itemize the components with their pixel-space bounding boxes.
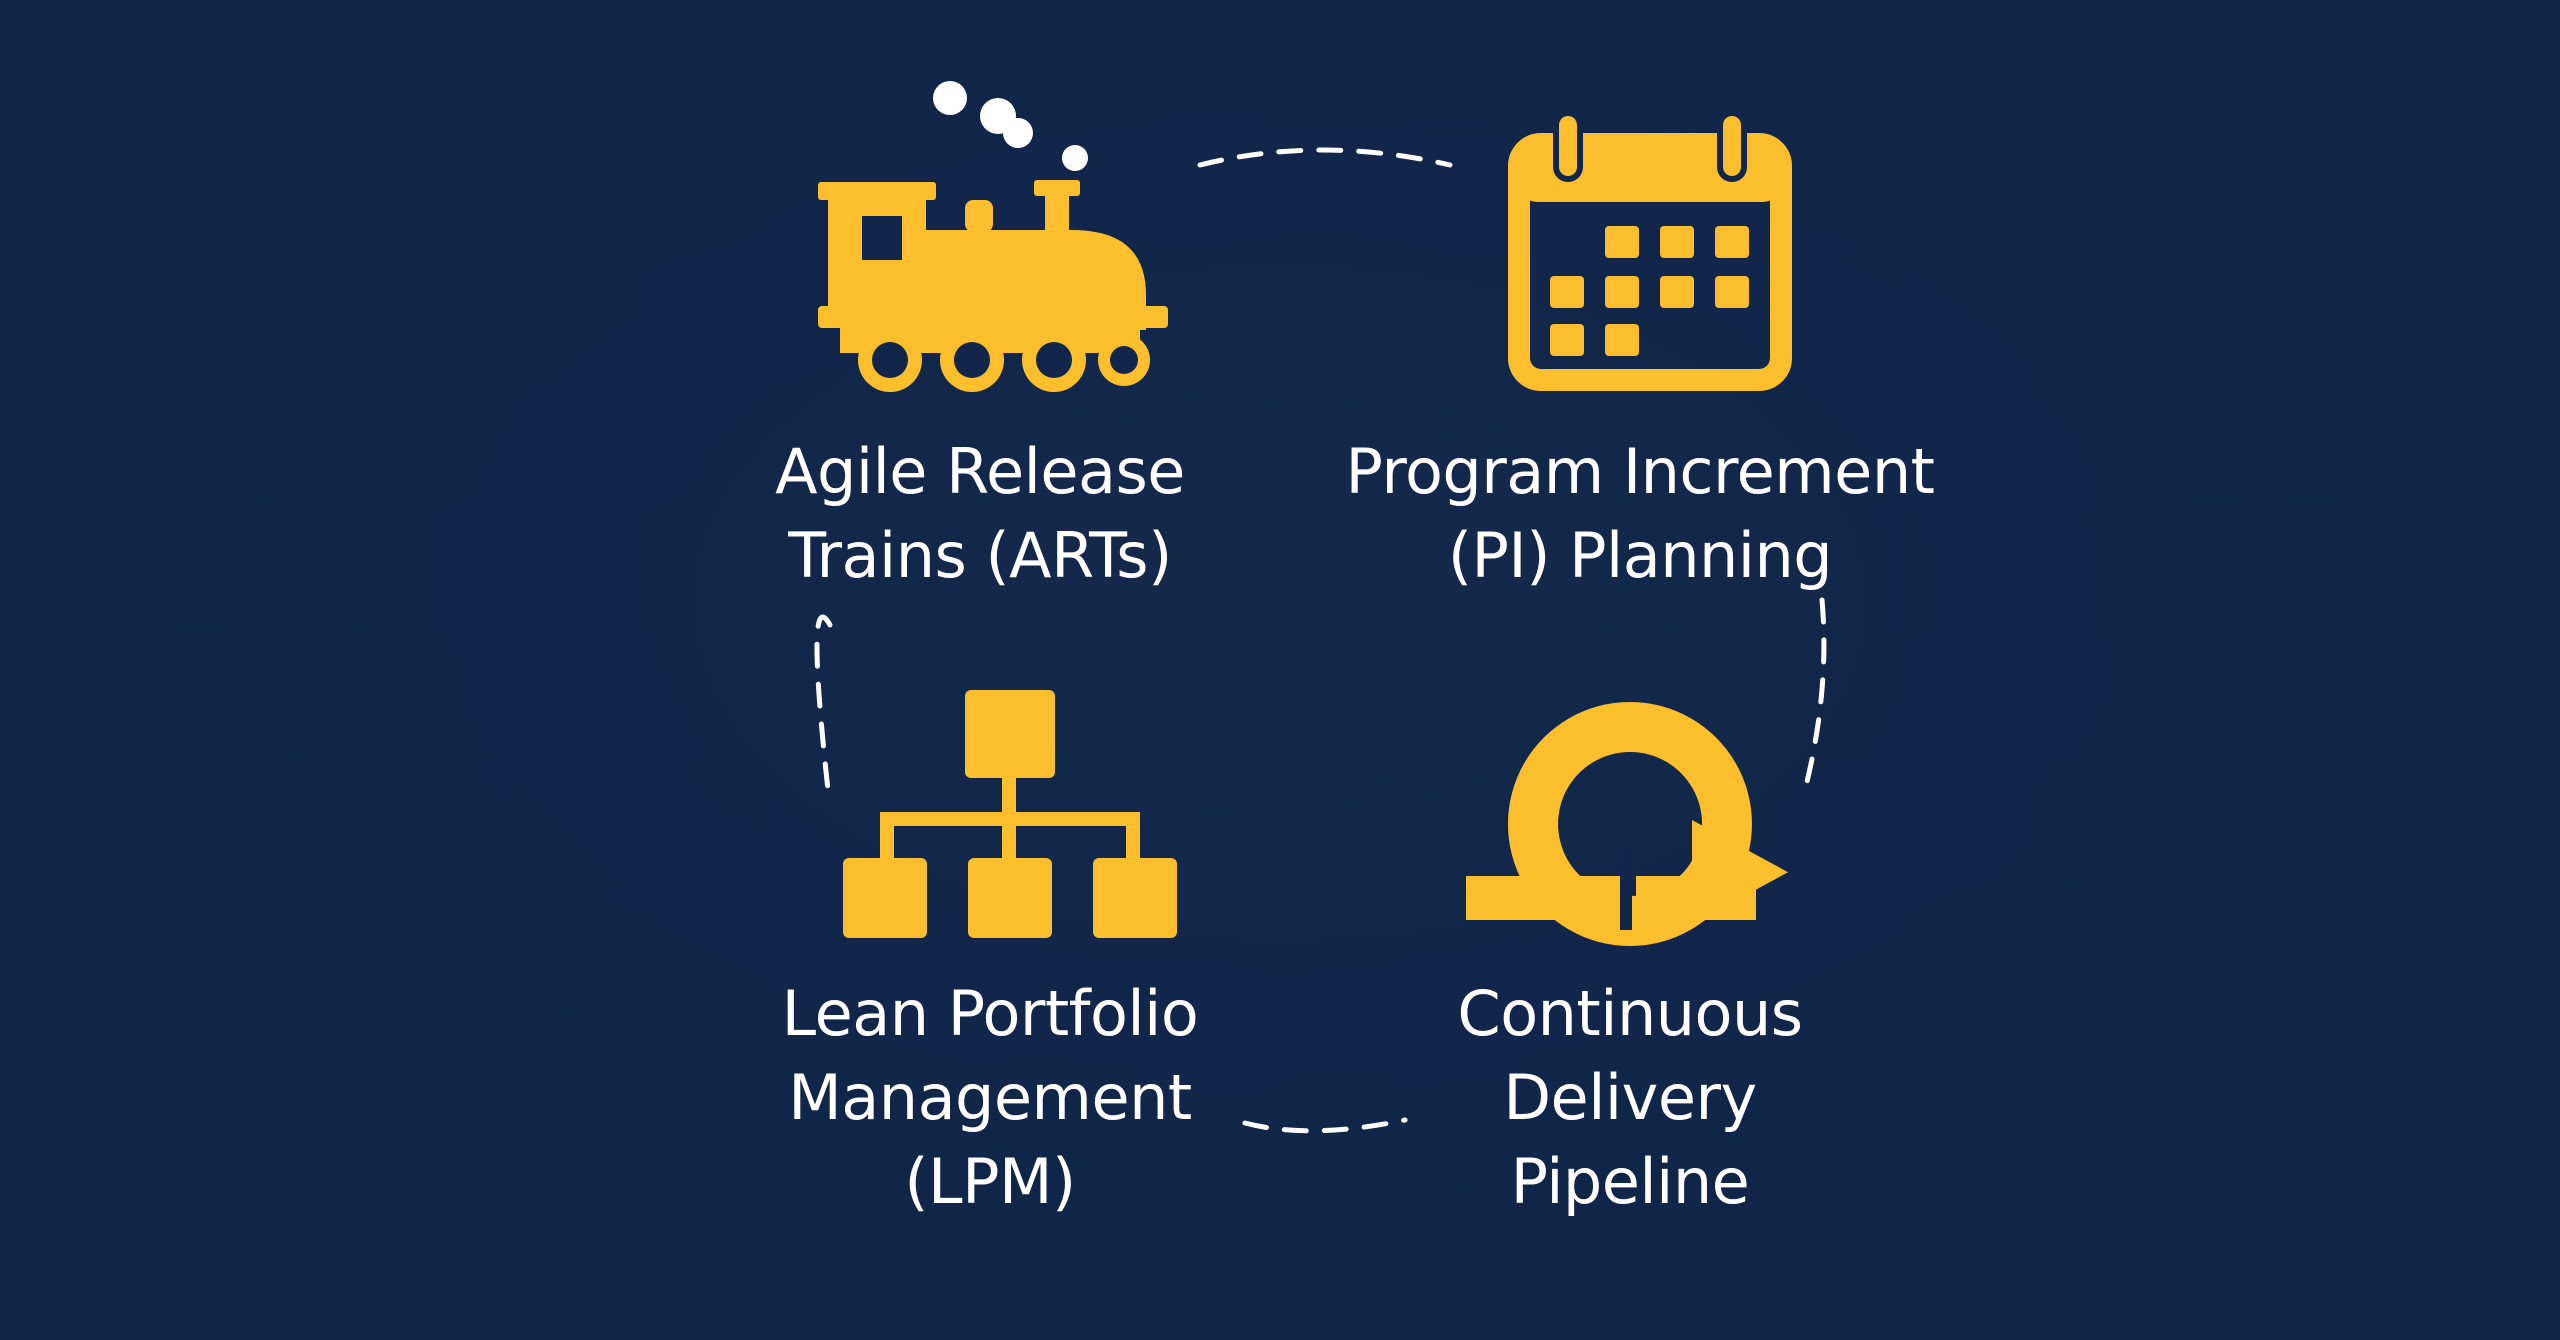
label-pi-planning: Program Increment (PI) Planning — [1300, 430, 1980, 598]
label-continuous-delivery-pipeline: Continuous Delivery Pipeline — [1380, 972, 1880, 1224]
smoke-puff — [1003, 118, 1033, 148]
connector-art-to-lpm — [814, 614, 833, 793]
calendar-icon — [1508, 116, 1792, 391]
label-line: (PI) Planning — [1447, 519, 1833, 592]
label-line: (LPM) — [904, 1145, 1076, 1218]
calendar-day-grid — [1550, 226, 1749, 356]
loop-arrow-icon — [1466, 702, 1788, 946]
label-line: Delivery — [1503, 1061, 1757, 1134]
label-line: Management — [788, 1061, 1192, 1134]
connector-art-to-pi — [1197, 147, 1453, 168]
connector-pi-to-cdp — [1802, 597, 1827, 793]
label-lean-portfolio-management: Lean Portfolio Management (LPM) — [710, 972, 1270, 1224]
smoke-puff — [933, 81, 967, 115]
hierarchy-icon — [843, 690, 1177, 938]
label-line: Continuous — [1457, 977, 1803, 1050]
label-agile-release-trains: Agile Release Trains (ARTs) — [700, 430, 1260, 598]
label-line: Program Increment — [1345, 435, 1935, 508]
smoke-puff — [1062, 145, 1088, 171]
connector-lpm-to-cdp — [1242, 1117, 1408, 1134]
train-wheels — [858, 328, 1150, 392]
label-line: Pipeline — [1510, 1145, 1750, 1218]
label-line: Lean Portfolio — [781, 977, 1199, 1050]
train-icon — [818, 81, 1168, 392]
label-line: Trains (ARTs) — [788, 519, 1172, 592]
label-line: Agile Release — [775, 435, 1185, 508]
